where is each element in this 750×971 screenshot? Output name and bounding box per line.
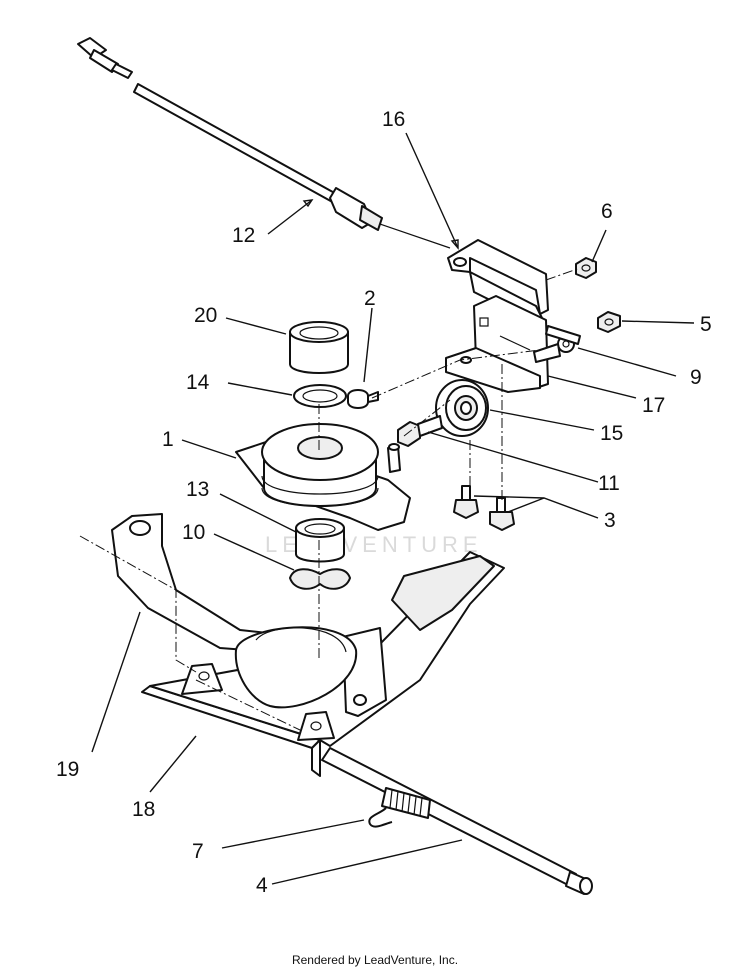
control-cable bbox=[77, 37, 451, 249]
belt-guide-19 bbox=[111, 513, 387, 717]
callout-1: 1 bbox=[162, 428, 174, 451]
callout-20: 20 bbox=[194, 304, 217, 327]
callout-17: 17 bbox=[642, 394, 665, 417]
callout-7: 7 bbox=[192, 840, 204, 863]
bolt-3a bbox=[453, 485, 479, 519]
callout-15: 15 bbox=[600, 422, 623, 445]
leader-lines bbox=[91, 132, 695, 885]
callout-14: 14 bbox=[186, 371, 210, 394]
pulley-plate-1 bbox=[235, 423, 411, 531]
callout-18: 18 bbox=[132, 798, 155, 821]
pin-2 bbox=[347, 389, 379, 409]
callout-12: 12 bbox=[232, 224, 255, 247]
callout-2: 2 bbox=[364, 287, 376, 310]
center-lines bbox=[79, 267, 581, 731]
callout-9: 9 bbox=[690, 366, 702, 389]
bolt-upper bbox=[545, 325, 581, 345]
callout-6: 6 bbox=[601, 200, 613, 223]
callout-16: 16 bbox=[382, 108, 405, 131]
bushing-13 bbox=[295, 518, 345, 563]
washer-14 bbox=[293, 384, 347, 408]
idler-pulley-15 bbox=[435, 379, 489, 437]
callout-13: 13 bbox=[186, 478, 209, 501]
callout-3: 3 bbox=[604, 509, 616, 532]
callout-10: 10 bbox=[182, 521, 205, 544]
base-plate-18 bbox=[141, 551, 505, 777]
spring-7 bbox=[368, 787, 431, 828]
bracket-assembly bbox=[445, 239, 549, 393]
callout-11: 11 bbox=[598, 472, 620, 495]
callout-5: 5 bbox=[700, 313, 712, 336]
footer-credit: Rendered by LeadVenture, Inc. bbox=[291, 953, 459, 967]
bushing-20 bbox=[289, 321, 349, 374]
bolt-3b bbox=[489, 497, 515, 531]
callout-labels: 1 2 3 4 5 6 7 9 10 11 12 13 14 15 16 17 … bbox=[56, 108, 712, 897]
nut-6 bbox=[575, 257, 597, 279]
nut-5 bbox=[597, 311, 621, 333]
callout-4: 4 bbox=[256, 874, 268, 897]
bolt-lower bbox=[533, 343, 561, 363]
clip-10 bbox=[289, 568, 351, 590]
shift-rod-4 bbox=[321, 747, 593, 895]
shoulder-bolt-11 bbox=[397, 415, 443, 447]
callout-19: 19 bbox=[56, 758, 79, 781]
